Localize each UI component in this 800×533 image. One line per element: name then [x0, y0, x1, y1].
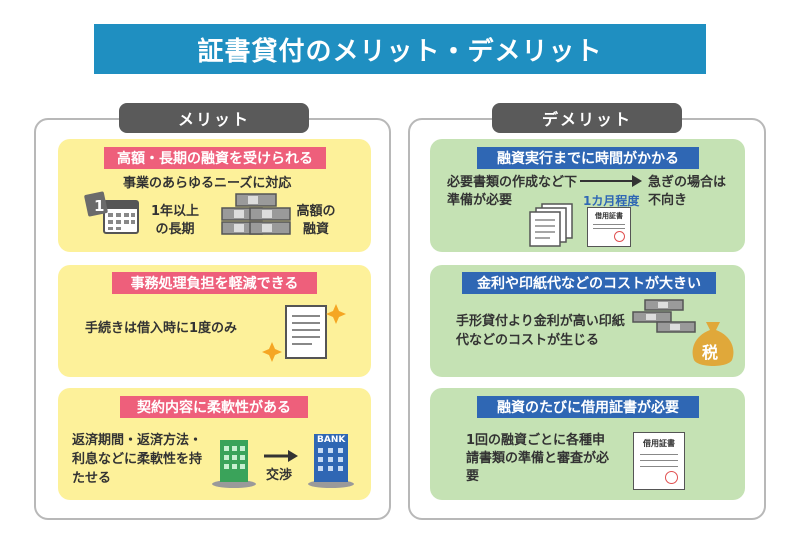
merit-card-1-subtitle: 事業のあらゆるニーズに対応: [123, 176, 292, 191]
merit-card-1-caption: 高額・長期の融資を受けられる: [104, 147, 326, 169]
merit-card-2-caption: 事務処理負担を軽減できる: [112, 272, 317, 294]
demerit-card-2-caption: 金利や印紙代などのコストが大きい: [462, 272, 716, 294]
arrow-right-icon: [264, 450, 298, 462]
document-stack-icon: [529, 203, 573, 247]
company-building-icon: [212, 440, 256, 488]
money-stack-icon: [632, 299, 696, 333]
large-amount-label: 高額の融資: [296, 204, 336, 237]
certificate-title: 借用証書: [595, 212, 623, 220]
merit-card-3-text: 返済期間・返済方法・利息などに柔軟性を持たせる: [72, 433, 203, 486]
money-stack-icon: [221, 193, 291, 235]
demerit-card-3-text: 1回の融資ごとに各種申請書類の準備と審査が必要: [466, 433, 610, 484]
demerit-card-2-text: 手形貸付より金利が高い印紙代などのコストが生じる: [456, 314, 625, 348]
negotiate-label: 交渉: [266, 468, 293, 483]
merit-tab: メリット: [119, 103, 309, 133]
arrow-label: 1カ月程度: [583, 194, 640, 208]
demerit-card-1-caption: 融資実行までに時間がかかる: [477, 147, 699, 169]
merit-card-2-text: 手続きは借入時に1度のみ: [85, 321, 238, 336]
seal-icon: [614, 231, 625, 242]
seal-icon: [665, 471, 678, 484]
demerit-card-3-caption: 融資のたびに借用証書が必要: [477, 396, 699, 418]
calendar-icon: 1: [84, 191, 139, 234]
loan-certificate-icon: 借用証書: [587, 207, 631, 247]
certificate-title: 借用証書: [643, 439, 675, 448]
bank-building-icon: BANK: [308, 434, 354, 488]
calendar-digit: 1: [94, 197, 104, 215]
document-sparkle-icon: [262, 304, 346, 362]
bank-sign: BANK: [317, 435, 346, 445]
demerit-card-1-left-text: 必要書類の作成など下準備が必要: [447, 175, 578, 208]
tax-bag-icon: 税: [692, 322, 734, 366]
demerit-tab: デメリット: [492, 103, 682, 133]
arrow-right-icon: [580, 175, 642, 187]
merit-card-3-caption: 契約内容に柔軟性がある: [120, 396, 308, 418]
page-title: 証書貸付のメリット・デメリット: [94, 24, 706, 74]
long-term-label: 1年以上の長期: [150, 204, 200, 237]
loan-certificate-icon: 借用証書: [633, 432, 685, 490]
tax-label: 税: [702, 343, 718, 362]
demerit-card-1-right-text: 急ぎの場合は不向き: [648, 175, 727, 208]
